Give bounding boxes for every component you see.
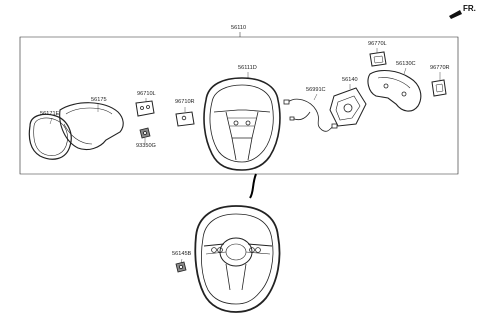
part-number-switch-right: 96710R	[175, 99, 195, 105]
lower-cover-leader	[403, 67, 407, 75]
bolt-leader	[180, 258, 183, 264]
ring-trim-part	[28, 113, 72, 160]
part-number-assembly: 56110	[231, 25, 247, 31]
front-direction-label: FR.	[463, 4, 476, 13]
part-number-bolt: 56145B	[172, 251, 192, 257]
switch-right-part	[175, 111, 195, 127]
part-number-switch-left: 96710L	[137, 91, 156, 97]
assembled-wheel	[194, 205, 281, 313]
harness-leader	[313, 93, 318, 101]
part-number-lower-cover: 56130C	[396, 61, 416, 67]
switch-left-part	[135, 100, 155, 117]
bracket-part	[329, 87, 367, 127]
assembly-connector-line	[249, 173, 257, 199]
bolt-part	[175, 261, 187, 273]
part-number-harness: 56991C	[306, 87, 326, 93]
front-direction-arrow	[449, 10, 462, 19]
part-number-screw: 93350G	[136, 143, 156, 149]
harness-part	[283, 98, 338, 132]
paddle-left-part	[369, 51, 387, 67]
cover-part	[59, 102, 124, 151]
ring-trim-leader	[49, 117, 53, 125]
assembly-box-outline	[19, 36, 459, 175]
wheel-body-part	[203, 77, 281, 171]
part-number-cover: 56175	[91, 97, 107, 103]
part-number-wheel-body: 56111D	[238, 65, 257, 71]
part-number-ring-trim: 56171E	[40, 111, 60, 117]
paddle-right-part	[431, 79, 447, 97]
screw-part	[139, 127, 151, 139]
part-number-bracket: 56140	[342, 77, 358, 83]
part-number-paddle-right: 96770R	[430, 65, 450, 71]
part-number-paddle-left: 96770L	[368, 41, 387, 47]
lower-cover-part	[367, 69, 422, 112]
